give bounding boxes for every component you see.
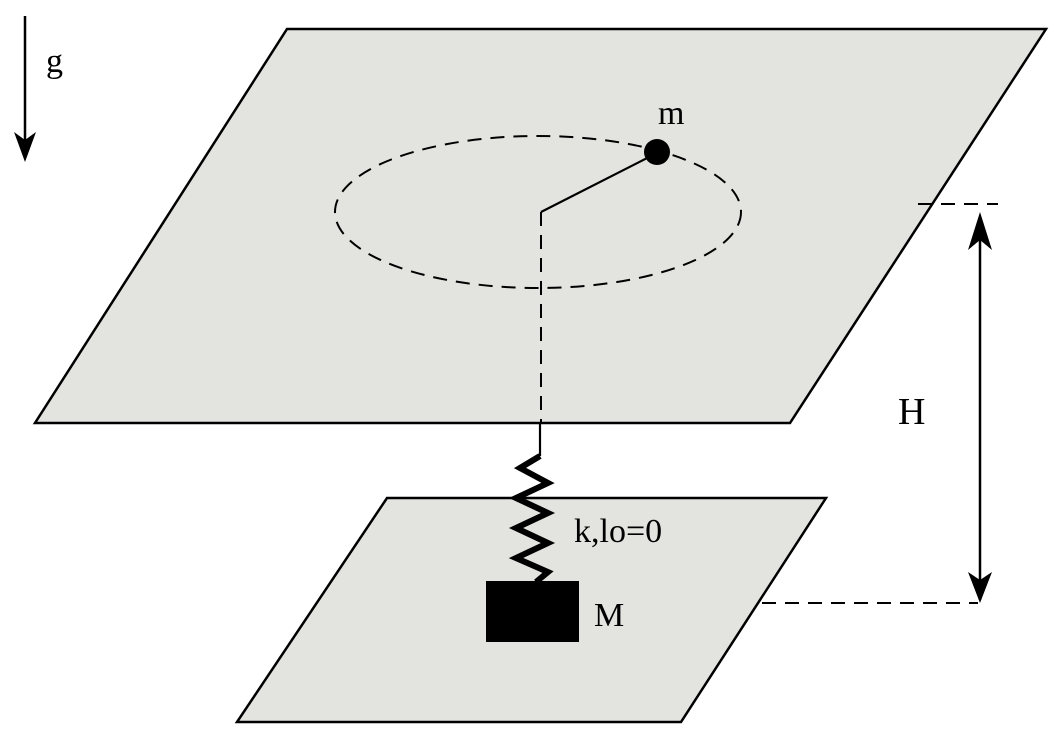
big-mass-block [486,581,579,642]
small-mass-label: m [658,95,684,132]
spring-label: k,lo=0 [574,513,662,550]
small-mass [644,139,670,165]
gravity-label: g [46,43,63,80]
gravity-indicator: g [14,16,63,162]
spring [508,453,556,585]
height-arrowhead-top [968,212,992,250]
string-radial [540,152,658,213]
big-mass-label: M [594,597,624,634]
gravity-arrowhead [14,132,36,162]
height-dimension: H [762,203,998,604]
orbit-path [334,135,742,289]
height-label: H [898,391,925,433]
height-arrowhead-bottom [968,572,992,603]
